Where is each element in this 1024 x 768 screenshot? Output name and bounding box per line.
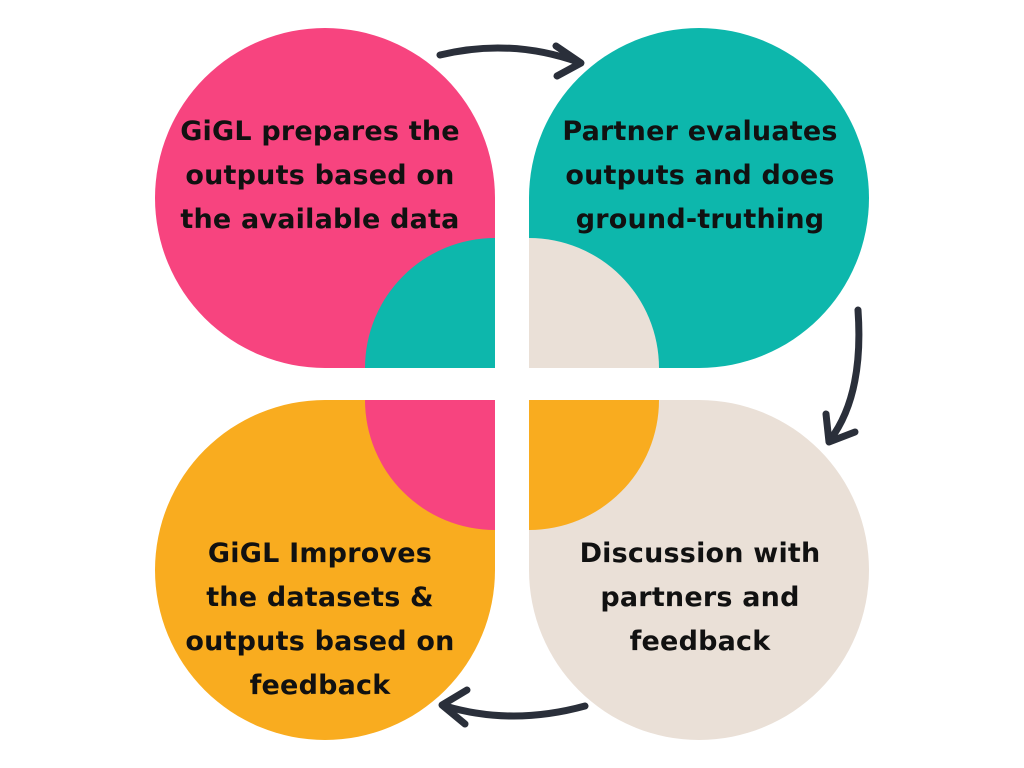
inner-quarter-top-left	[365, 238, 495, 368]
petal-bottom-right-text: Discussion with partners and feedback	[540, 532, 860, 664]
text-line: outputs and does	[565, 160, 835, 191]
inner-quarter-bottom-right	[529, 400, 659, 530]
text-line: Partner evaluates	[562, 116, 838, 147]
inner-quarter-bottom-left	[365, 400, 495, 530]
text-line: the available data	[180, 204, 460, 235]
text-line: feedback	[249, 670, 391, 701]
text-line: ground-truthing	[575, 204, 825, 235]
text-line: the datasets &	[206, 582, 434, 613]
inner-quarter-top-right	[529, 238, 659, 368]
text-line: GiGL prepares the	[180, 116, 460, 147]
petal-top-right-text: Partner evaluates outputs and does groun…	[540, 110, 860, 242]
text-line: outputs based on	[185, 160, 455, 191]
petal-bottom-left-text: GiGL Improves the datasets & outputs bas…	[160, 532, 480, 708]
text-line: partners and	[600, 582, 800, 613]
arrow-bottom-left-icon	[438, 686, 589, 728]
text-line: GiGL Improves	[207, 538, 433, 569]
text-line: Discussion with	[579, 538, 821, 569]
petal-top-left-text: GiGL prepares the outputs based on the a…	[160, 110, 480, 242]
text-line: outputs based on	[185, 626, 455, 657]
arrow-top-right-icon	[436, 42, 585, 80]
text-line: feedback	[629, 626, 771, 657]
arrow-down-right-icon	[822, 306, 863, 446]
